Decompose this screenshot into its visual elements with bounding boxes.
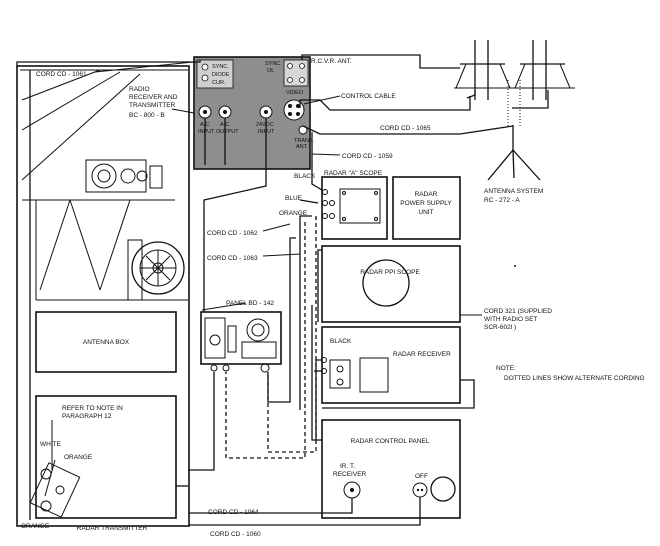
off-label: OFF xyxy=(415,473,428,480)
sync-diode-label-2: DIODE xyxy=(212,72,230,78)
sync-ol-label-2: OL xyxy=(267,68,274,74)
radar-receiver: RADAR RECEIVER BLACK xyxy=(321,326,461,404)
a-scope-blue-terminal xyxy=(322,200,328,206)
radio-label-1: RADIO xyxy=(129,86,150,93)
antenna-system: ANTENNA SYSTEM RC - 272 - A xyxy=(454,40,575,204)
radio-label-2: RECEIVER AND xyxy=(129,94,178,101)
cord-cd-1065-label: CORD CD - 1065 xyxy=(380,125,431,132)
transmitter-label: RADAR TRANSMITTER xyxy=(77,525,148,532)
control-panel-label: RADAR CONTROL PANEL xyxy=(351,438,430,445)
note-text: DOTTED LINES SHOW ALTERNATE CORDING xyxy=(504,375,645,382)
a-scope-black-terminal xyxy=(322,189,328,195)
trans-ant-label-1: TRANS. xyxy=(294,138,315,144)
power-supply-label-2: POWER SUPPLY xyxy=(400,200,452,207)
ppi-scope-label: RADAR PPI SCOPE xyxy=(360,269,420,276)
transmitter-connector-white xyxy=(40,468,52,480)
radar-control-panel: RADAR CONTROL PANEL IR. T. RECEIVER OFF xyxy=(321,419,461,519)
ac-input-label-2: INPUT xyxy=(198,129,215,135)
receiver-label: RADAR RECEIVER xyxy=(393,351,451,358)
control-cable-connector xyxy=(283,99,305,121)
antenna-system-label-2: RC - 272 - A xyxy=(484,197,520,204)
rt-receiver-label-1: IR. T. xyxy=(340,463,355,470)
refer-note-line-2: PARAGRAPH 12 xyxy=(62,413,112,420)
video-label: VIDEO xyxy=(286,90,304,96)
transmitter-connector-orange xyxy=(40,500,52,512)
off-switch xyxy=(412,482,428,498)
radar-power-supply: RADAR POWER SUPPLY UNIT xyxy=(392,176,461,240)
panel-bd-142: PANEL BD - 142 xyxy=(200,300,282,373)
radar-ppi-scope: RADAR PPI SCOPE xyxy=(321,245,461,323)
antenna-box: ANTENNA BOX xyxy=(35,311,177,373)
panel-bd-142-label: PANEL BD - 142 xyxy=(226,300,274,307)
ac-output-label-2: OUTPUT xyxy=(216,129,239,135)
receiver-black-label: BLACK xyxy=(330,338,352,345)
note-title: NOTE: xyxy=(496,365,516,372)
sync-diode-label-3: CUR. xyxy=(212,80,226,86)
power-supply-label-1: RADAR xyxy=(415,191,438,198)
cord-cd-1060-label: CORD CD - 1060 xyxy=(210,531,261,538)
trans-ant-label-2: ANT. xyxy=(296,144,308,150)
radar-a-scope: RADAR "A" SCOPE BLACK BLUE ORANGE xyxy=(279,170,388,240)
a-scope-orange-label: ORANGE xyxy=(279,210,308,217)
radar-tower-frame xyxy=(16,65,190,527)
wire-label-orange-bottom: ORANGE xyxy=(21,523,50,530)
rcvr-ant-label: R.C.V.R. ANT. xyxy=(311,58,352,65)
cord-cd-1064-label: CORD CD - 1064 xyxy=(208,509,259,516)
a-scope-black-label: BLACK xyxy=(294,173,316,180)
dc-input-label-1: 24VDC xyxy=(256,122,274,128)
cord-cd-1062-label: CORD CD - 1062 xyxy=(207,230,258,237)
wire-label-white: WHITE xyxy=(40,441,62,448)
cord-cd-1059-label: CORD CD - 1059 xyxy=(342,153,393,160)
cord-321-label-2: WITH RADIO SET xyxy=(484,316,537,323)
sync-diode-label-1: SYNC. xyxy=(212,64,229,70)
cord-321-label-3: SCR-602l ) xyxy=(484,324,516,331)
radar-transmitter: REFER TO NOTE IN PARAGRAPH 12 WHITE ORAN… xyxy=(21,395,177,532)
a-scope-blue-label: BLUE xyxy=(285,195,303,202)
control-cable-label: CONTROL CABLE xyxy=(341,93,396,100)
radio-label-3: TRANSMITTER xyxy=(129,102,176,109)
power-supply-label-3: UNIT xyxy=(418,209,433,216)
antenna-system-label-1: ANTENNA SYSTEM xyxy=(484,188,543,195)
radio-label-4: BC - 800 - B xyxy=(129,112,165,119)
sync-ol-label-1: SYNC. xyxy=(265,61,282,67)
cord-cd-1061-label: CORD CD - 1061 xyxy=(36,71,87,78)
refer-note-line-1: REFER TO NOTE IN xyxy=(62,405,123,412)
a-scope-orange-terminal xyxy=(322,213,328,219)
control-panel-indicator xyxy=(430,476,456,502)
wire-label-orange-top: ORANGE xyxy=(64,454,93,461)
cord-321-label-1: CORD 321 (SUPPLIED xyxy=(484,308,552,315)
a-scope-label: RADAR "A" SCOPE xyxy=(324,170,383,177)
cord-cd-1063-label: CORD CD - 1063 xyxy=(207,255,258,262)
antenna-box-label: ANTENNA BOX xyxy=(83,339,130,346)
radio-receiver-transmitter: SYNC. DIODE CUR. SYNC. OL VIDEO A.C. INP… xyxy=(193,56,315,170)
rt-receiver-label-2: RECEIVER xyxy=(333,471,367,478)
